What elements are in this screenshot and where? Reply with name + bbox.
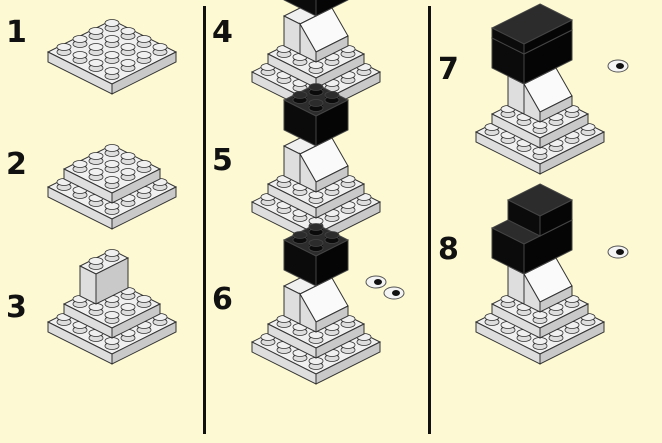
stud [121,304,135,311]
stud [153,44,167,51]
stud [105,250,119,257]
stud [309,240,323,247]
stud [105,312,119,319]
eye-tile [384,287,404,299]
stud [105,20,119,27]
stud [89,258,103,265]
stud [105,52,119,59]
step-illustration-7 [476,4,628,174]
step-illustration-3 [48,250,176,365]
step-illustration-5 [252,84,380,245]
stud [73,36,87,43]
stud [89,169,103,176]
step-illustration-6 [252,224,404,385]
stud [89,153,103,160]
eye-tile [366,276,386,288]
stud [73,161,87,168]
stud [121,169,135,176]
stud [121,60,135,67]
stud [121,44,135,51]
stud [57,44,71,51]
stud [105,177,119,184]
stud [309,224,323,231]
stud [105,68,119,75]
base-plate [48,20,176,95]
stud [293,92,307,99]
stud [137,296,151,303]
stud [89,44,103,51]
step-illustration-2 [48,145,176,230]
step-illustration-1 [48,20,176,95]
eye-tile [608,246,628,258]
stud [105,145,119,152]
stud [137,161,151,168]
stud [325,232,339,239]
stud [105,36,119,43]
stud [89,60,103,67]
stud [309,84,323,91]
stud [73,52,87,59]
stud [293,232,307,239]
stud [105,161,119,168]
step-illustration-8 [476,184,628,364]
stud [121,28,135,35]
stud [325,92,339,99]
stud [309,100,323,107]
stud [137,36,151,43]
stud [121,153,135,160]
stud [137,52,151,59]
eye-tile [608,60,628,72]
stud [89,28,103,35]
